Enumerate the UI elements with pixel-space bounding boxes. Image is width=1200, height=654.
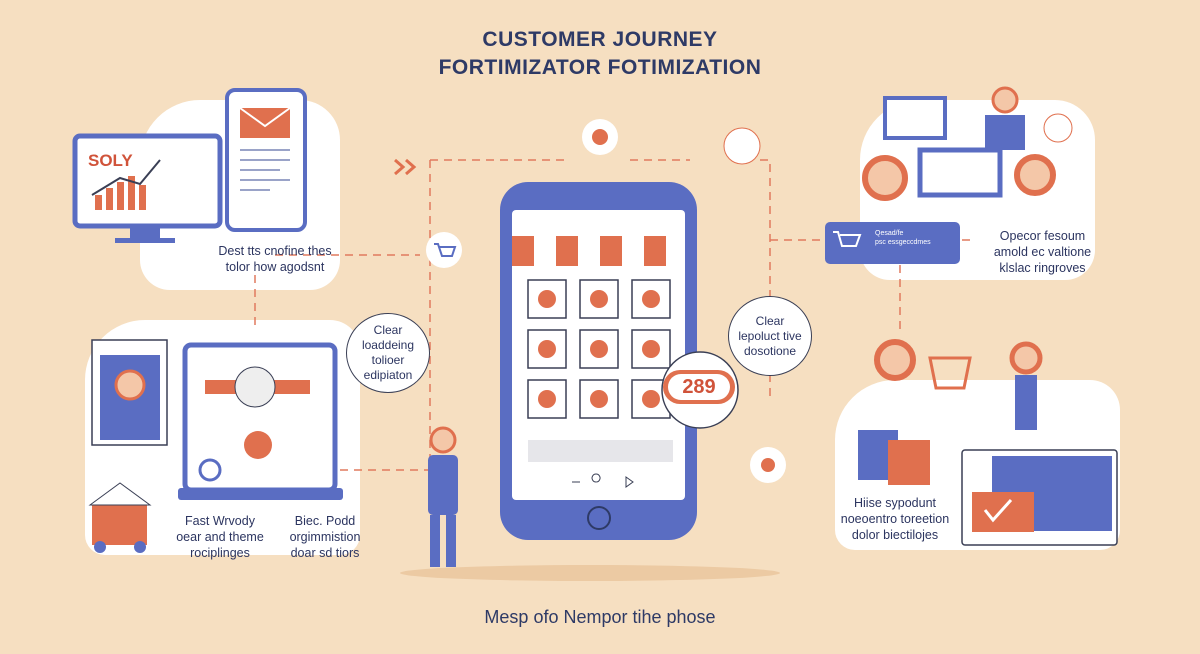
location-icon xyxy=(723,127,761,165)
bubble-line: loaddeing xyxy=(361,338,415,352)
clear-product-bubble: Clear lepoluct tive dosotione xyxy=(728,296,812,376)
title-line-1: CUSTOMER JOURNEY xyxy=(482,28,718,51)
caption-line: Dest tts cnofine thes xyxy=(218,244,332,258)
caption-line: tolor how agodsnt xyxy=(225,260,325,274)
shopping-basket-icon xyxy=(88,482,152,553)
caption-line: dolor biectilojes xyxy=(851,528,939,542)
caption-line: Biec. Podd xyxy=(294,514,356,528)
card-line: Qesad/fe xyxy=(875,230,904,237)
bubble-line: Clear xyxy=(755,313,785,328)
monitor-label: SOLY xyxy=(88,151,133,170)
caption-line: klslac ringroves xyxy=(999,261,1086,275)
caption-line: Opecor fesoum xyxy=(999,229,1086,243)
bubble-line: Clear xyxy=(373,323,403,337)
bubble-line: lepoluct tive xyxy=(738,328,802,343)
bubble-line: tolioer xyxy=(371,353,405,367)
footer-caption: Mesp ofo Nempor tihe phose xyxy=(484,607,716,627)
phone-nav-icons xyxy=(572,473,634,488)
bubble-line: edipiaton xyxy=(363,368,413,382)
caption-line: Fast Wrvody xyxy=(185,514,255,528)
cart-card xyxy=(825,222,960,264)
dashed-connectors xyxy=(254,159,970,471)
top-right-caption: Opecor fesoum amold ec valtione klslac r… xyxy=(985,228,1100,276)
cart-card-text: Qesad/fe psc essgeccdmes xyxy=(875,229,931,247)
caption-line: oear and theme xyxy=(176,530,264,544)
bottom-left-caption-b: Biec. Podd orgimmistion doar sd tiors xyxy=(280,513,370,561)
shop-awning-icon xyxy=(512,236,685,266)
caption-line: rociplinges xyxy=(190,546,250,560)
laptop-shop xyxy=(178,342,343,500)
analytics-monitor xyxy=(72,133,223,243)
caption-line: doar sd tiors xyxy=(290,546,360,560)
cart-icon xyxy=(426,232,462,268)
checkout-window xyxy=(961,449,1118,546)
person-figure xyxy=(428,426,458,567)
title-line-2: FORTIMIZATOR FOTIMIZATION xyxy=(438,56,762,79)
checkmark-icon xyxy=(983,498,1013,523)
phone xyxy=(500,182,697,540)
clear-loading-bubble: Clear loaddeing tolioer edipiaton xyxy=(346,313,430,393)
notification-count: 289 xyxy=(682,376,716,398)
caption-line: orgimmistion xyxy=(289,530,361,544)
top-left-caption: Dest tts cnofine thes tolor how agodsnt xyxy=(205,243,345,275)
bottom-right-caption: Hiise sypodunt noeoentro toreetion dolor… xyxy=(830,495,960,543)
bottom-left-caption-a: Fast Wrvody oear and theme rociplinges xyxy=(165,513,275,561)
bubble-line: dosotione xyxy=(743,343,797,358)
shoppers-illustration xyxy=(858,339,1043,485)
caption-line: amold ec valtione xyxy=(993,245,1092,259)
team-illustration xyxy=(862,86,1073,201)
caption-line: noeoentro toreetion xyxy=(840,512,950,526)
arrow-icon xyxy=(394,158,417,176)
tablet-email xyxy=(225,88,307,232)
caption-line: Hiise sypodunt xyxy=(854,496,936,510)
profile-card xyxy=(91,339,168,446)
card-line: psc essgeccdmes xyxy=(875,239,931,246)
